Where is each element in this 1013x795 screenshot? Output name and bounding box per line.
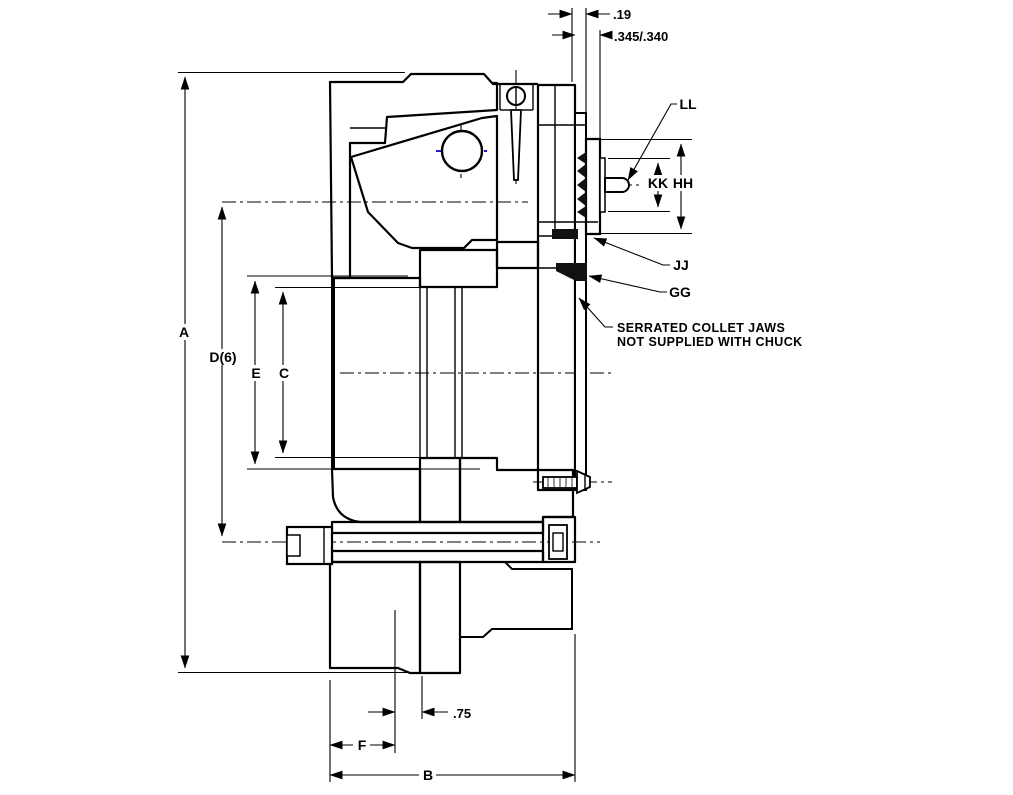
leader-gg: [588, 274, 667, 293]
rear-hub-outline: [460, 561, 573, 638]
dim-label-f: F: [358, 737, 367, 753]
front-mounting-plate: [536, 83, 577, 492]
back-plate-lower: [328, 560, 422, 675]
dim-label-a: A: [179, 324, 189, 340]
drawbar-upper-wall: [330, 520, 545, 535]
leader-label-gg: GG: [669, 284, 691, 300]
dim-point345: [552, 30, 613, 148]
jaw-retainer-block: [552, 229, 578, 239]
upper-body-section: [328, 72, 540, 468]
drawbar-lower-wall: [330, 549, 545, 564]
dim-a: [178, 71, 408, 674]
dim-label-hh: HH: [673, 175, 693, 191]
leader-jj: [593, 237, 670, 266]
leader-ll: [627, 103, 677, 181]
jaw-stud: [604, 177, 630, 193]
body-lower-rib: [418, 248, 499, 289]
flat-head-screw: [542, 469, 591, 495]
jaw-lock-wedge: [556, 263, 587, 281]
rear-cap-screw: [285, 525, 334, 566]
jaw-serrations: [577, 152, 586, 218]
back-plate-lower-upper: [330, 467, 422, 524]
note-line-1: SERRATED COLLET JAWS: [617, 321, 785, 335]
dim-label-b: B: [423, 767, 433, 783]
collet-jaw-plate: [584, 137, 602, 236]
dim-label-e: E: [251, 365, 260, 381]
dimension-lines: [178, 8, 692, 782]
leader-label-jj: JJ: [673, 257, 689, 273]
dim-label-point75: .75: [453, 706, 471, 721]
leader-note: [578, 297, 613, 328]
note-line-2: NOT SUPPLIED WITH CHUCK: [617, 335, 803, 349]
dim-label-kk: KK: [648, 175, 668, 191]
dim-label-point19: .19: [613, 7, 631, 22]
dim-b: [329, 634, 576, 782]
locking-pin: [510, 109, 522, 181]
center-block-upper: [418, 456, 462, 524]
dim-label-d6: D(6): [209, 349, 236, 365]
dim-label-c: C: [279, 365, 289, 381]
top-set-screw: [492, 82, 538, 181]
jaw-guide-block: [495, 240, 540, 270]
dim-f: [329, 680, 396, 782]
center-block-lower: [418, 560, 462, 675]
draw-nut: [541, 515, 577, 564]
nut-hex-socket: [552, 532, 564, 552]
dim-label-point345: .345/.340: [614, 29, 668, 44]
leader-label-ll: LL: [679, 96, 697, 112]
flat-screw-head: [576, 469, 591, 495]
dim-point75: [368, 610, 448, 753]
hex-socket: [286, 534, 301, 557]
dim-point19: [548, 8, 610, 112]
lower-body-section: [285, 456, 591, 675]
front-jaw-assembly: [536, 83, 630, 492]
master-jaw-wedge: [349, 114, 499, 250]
bore-guide-lines: [419, 287, 463, 458]
dimension-labels: A D(6) E C .19 .345/.340 KK HH LL JJ GG …: [175, 7, 803, 783]
pinion-hole: [440, 129, 484, 173]
stud-boss: [599, 157, 606, 213]
